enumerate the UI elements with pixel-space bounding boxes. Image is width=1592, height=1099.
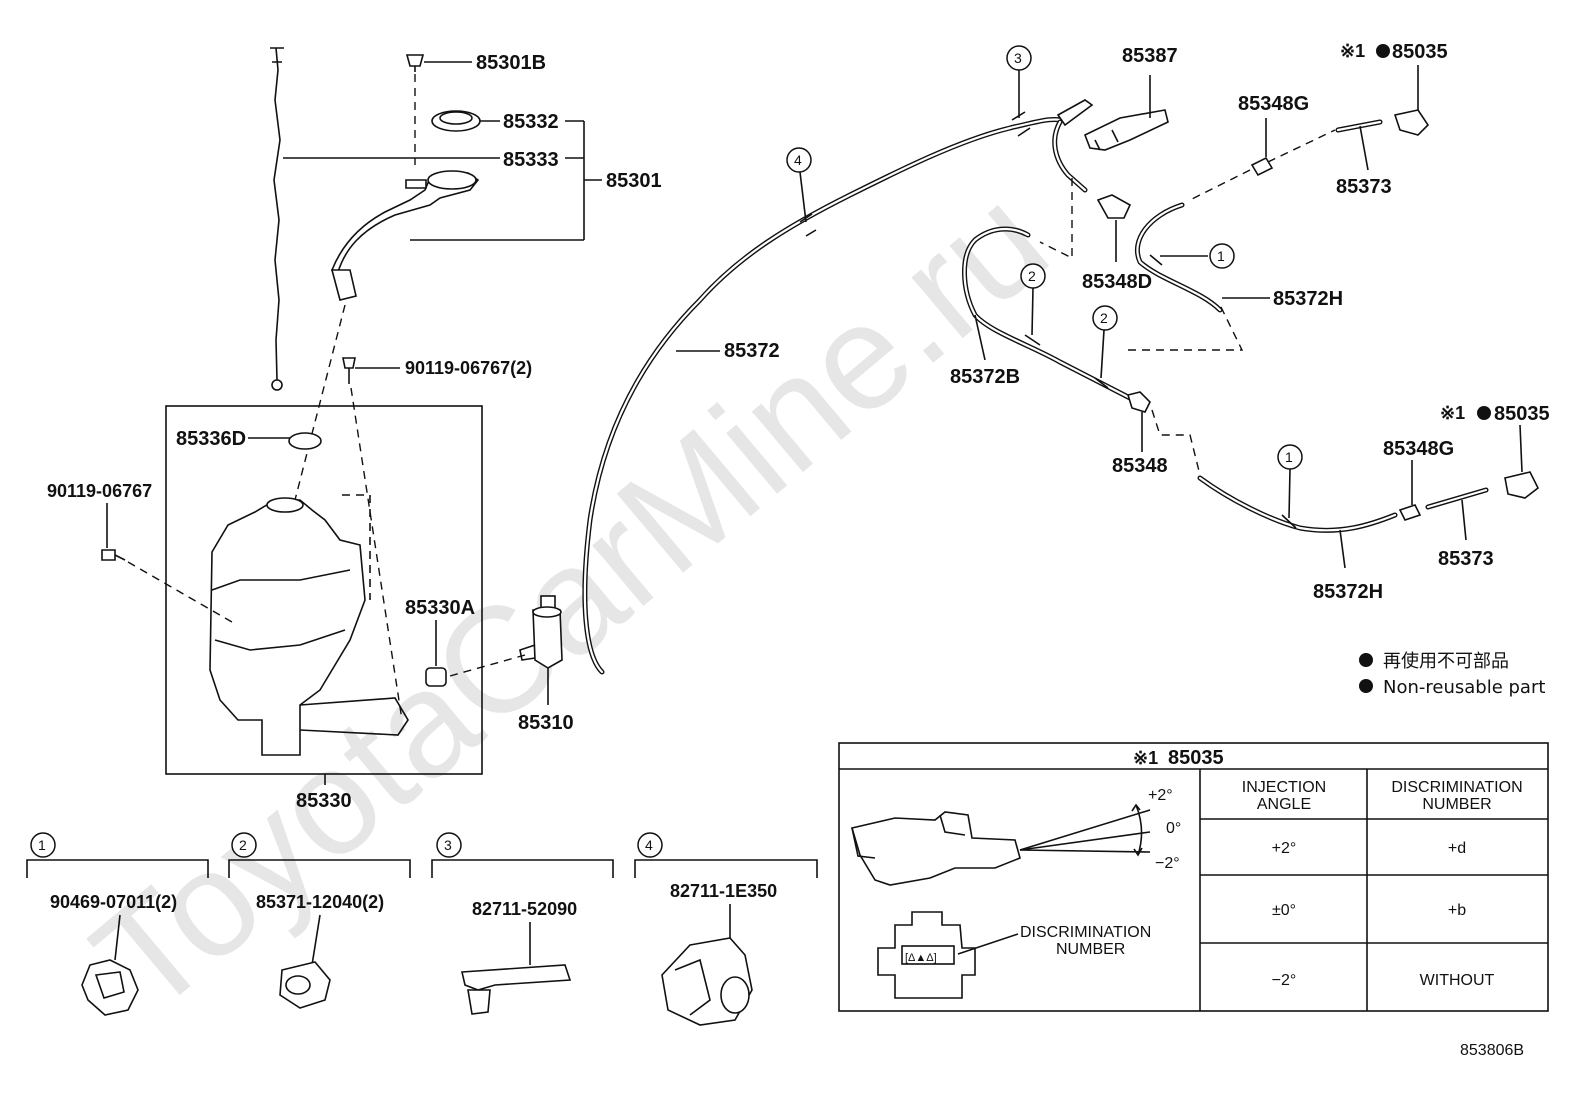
svg-text:3: 3	[1014, 50, 1022, 66]
nozzle-angle-illustration: +2° 0° −2°	[850, 787, 1181, 886]
clip-2: 2 85371-12040(2)	[228, 832, 411, 1009]
clip-2-part: 85371-12040(2)	[256, 892, 384, 912]
clip-4: 4 82711-1E350	[634, 832, 818, 1026]
svg-text:1: 1	[1285, 449, 1293, 465]
label-85373-bot: 85373	[1438, 548, 1494, 570]
clip-3-part: 82711-52090	[472, 899, 577, 919]
refmark-top: ※1	[1340, 41, 1365, 61]
row-2-angle: ±0°	[1272, 902, 1296, 919]
label-85301B: 85301B	[476, 52, 546, 74]
svg-text:1: 1	[38, 837, 46, 853]
label-85372H-top: 85372H	[1273, 288, 1343, 310]
bottom-right-nozzle-chain: 85372H 85348G 85373 ※1 85035	[1197, 403, 1550, 603]
disc-stamp: [Δ▲Δ]	[905, 952, 937, 964]
label-85336D: 85336D	[176, 428, 246, 450]
legend-en: Non-reusable part	[1383, 677, 1545, 698]
label-85035-top: 85035	[1392, 41, 1448, 63]
svg-text:4: 4	[645, 837, 653, 853]
valve-85387: 85387	[1083, 45, 1178, 151]
legend-dot-en	[1359, 679, 1373, 693]
clip-4-part: 82711-1E350	[670, 881, 777, 901]
label-85301: 85301	[606, 170, 662, 192]
table-title-part: 85035	[1168, 747, 1224, 769]
label-85332: 85332	[503, 111, 559, 133]
clip-1: 1 90469-07011(2)	[26, 832, 209, 1016]
row-2-disc: +b	[1448, 902, 1466, 919]
row-3-disc: WITHOUT	[1420, 972, 1495, 989]
label-85333: 85333	[503, 149, 559, 171]
disc-label-2: NUMBER	[1056, 941, 1125, 958]
hose-85372: 85372	[582, 99, 1094, 675]
label-85310: 85310	[518, 712, 574, 734]
top-right-nozzle-chain: 85372H 85348G 85373 ※1 85035	[1134, 41, 1448, 313]
legend-dot-jp	[1359, 653, 1373, 667]
table-title-mark: ※1	[1133, 748, 1158, 768]
label-85348G-bot: 85348G	[1383, 438, 1454, 460]
svg-text:2: 2	[1028, 268, 1036, 284]
reservoir-frame	[165, 405, 483, 775]
clip-1-part: 90469-07011(2)	[50, 892, 177, 912]
legend: 再使用不可部品 Non-reusable part	[1359, 651, 1545, 698]
label-90119-06767-2: 90119-06767(2)	[405, 358, 532, 378]
angle-zero-label: 0°	[1166, 820, 1181, 837]
label-90119-06767: 90119-06767	[47, 481, 152, 501]
clip-panels: 1 90469-07011(2) 2 85371-12040(2) 3 8271…	[26, 832, 818, 1026]
angle-plus-label: +2°	[1148, 787, 1173, 804]
angle-minus-label: −2°	[1155, 855, 1180, 872]
reservoir-assembly	[101, 47, 563, 775]
label-85387: 85387	[1122, 45, 1178, 67]
legend-jp: 再使用不可部品	[1383, 651, 1509, 672]
refmark-bot: ※1	[1440, 403, 1465, 423]
svg-text:2: 2	[1100, 310, 1108, 326]
label-85372B: 85372B	[950, 366, 1020, 388]
label-85348G-top: 85348G	[1238, 93, 1309, 115]
clip-3: 3 82711-52090	[431, 832, 614, 1015]
label-85373-top: 85373	[1336, 176, 1392, 198]
discrimination-illustration: [Δ▲Δ] DISCRIMINATION NUMBER	[877, 911, 1151, 999]
label-85035-bot: 85035	[1494, 403, 1550, 425]
label-85348: 85348	[1112, 455, 1168, 477]
non-reusable-dot-top	[1376, 44, 1390, 58]
part-85348D: 85348D	[1039, 178, 1152, 293]
non-reusable-dot-bot	[1477, 406, 1491, 420]
reservoir-labels: 85301B 85332 85333 85301 90119-06767(2) …	[47, 52, 662, 812]
label-85372: 85372	[724, 340, 780, 362]
hose-85372B: 85372B 85348	[950, 226, 1244, 477]
diagram-code: 853806B	[1460, 1042, 1524, 1059]
svg-text:2: 2	[239, 837, 247, 853]
nozzle-table: ※1 85035 INJECTION ANGLE DISCRIMINATION …	[838, 742, 1549, 1012]
diagram-callouts: 3 4 1 2 2 1	[786, 45, 1303, 519]
label-85372H-bot: 85372H	[1313, 581, 1383, 603]
row-1-disc: +d	[1448, 840, 1466, 857]
svg-text:4: 4	[794, 152, 802, 168]
label-85348D: 85348D	[1082, 271, 1152, 293]
row-1-angle: +2°	[1272, 840, 1297, 857]
header-disc-1: DISCRIMINATION	[1391, 779, 1522, 796]
disc-label-1: DISCRIMINATION	[1020, 924, 1151, 941]
header-injection-2: ANGLE	[1257, 796, 1311, 813]
label-85330: 85330	[296, 790, 352, 812]
svg-text:1: 1	[1217, 248, 1225, 264]
label-85330A: 85330A	[405, 597, 475, 619]
header-injection-1: INJECTION	[1242, 779, 1326, 796]
row-3-angle: −2°	[1272, 972, 1297, 989]
header-disc-2: NUMBER	[1422, 796, 1491, 813]
svg-text:3: 3	[444, 837, 452, 853]
